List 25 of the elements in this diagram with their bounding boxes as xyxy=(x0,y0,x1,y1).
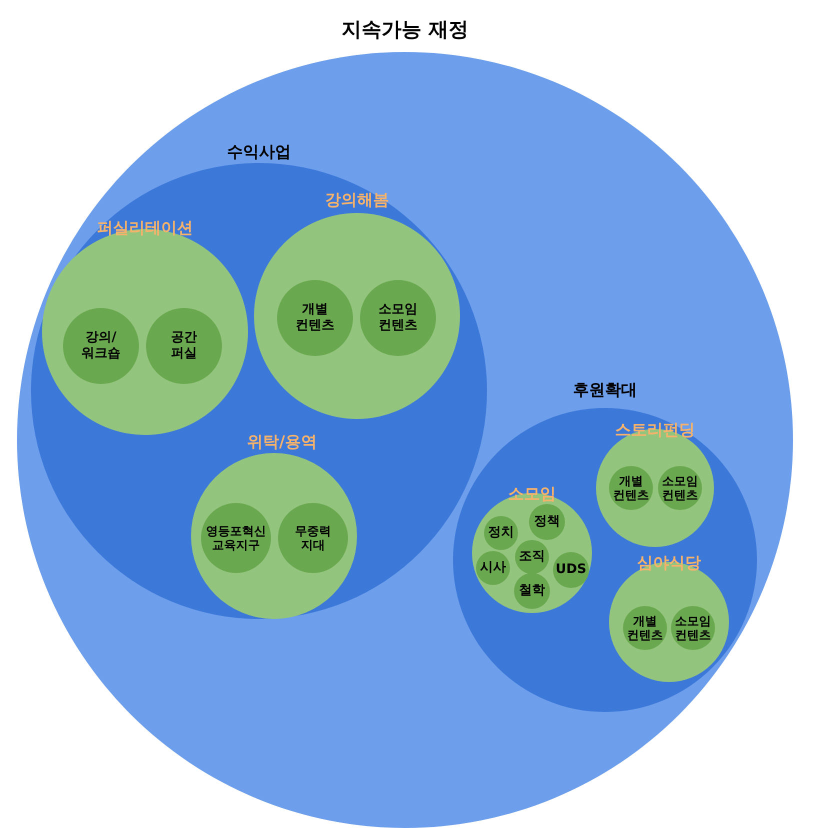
group-heading: 강의해봄 xyxy=(325,190,389,212)
topic-circle: 영등포혁신 교육지구 xyxy=(201,503,271,573)
topic-circle: 개별 컨텐츠 xyxy=(623,606,667,650)
topic-circle: 철학 xyxy=(514,573,550,609)
group-heading: 위탁/용역 xyxy=(247,432,317,454)
group-heading: 퍼실리테이션 xyxy=(97,218,193,240)
title: 지속가능 재정 xyxy=(342,16,468,43)
topic-circle: 소모임 컨텐츠 xyxy=(671,606,715,650)
topic-circle: 조직 xyxy=(515,540,549,574)
group-heading: 심야식당 xyxy=(637,553,701,574)
topic-circle: 소모임 컨텐츠 xyxy=(360,280,436,356)
group-heading: 스토리펀딩 xyxy=(615,420,695,442)
topic-circle: 정치 xyxy=(484,516,518,550)
topic-circle: 소모임 컨텐츠 xyxy=(658,466,702,510)
group-heading: 수익사업 xyxy=(227,142,291,164)
topic-circle: 개별 컨텐츠 xyxy=(609,466,653,510)
topic-circle: 정책 xyxy=(529,504,565,540)
group-heading: 소모임 xyxy=(508,484,556,506)
topic-circle: 개별 컨텐츠 xyxy=(277,280,353,356)
topic-circle: 공간 퍼실 xyxy=(146,308,222,384)
topic-circle: UDS xyxy=(553,552,589,588)
topic-circle: 시사 xyxy=(476,551,510,585)
topic-circle: 무중력 지대 xyxy=(278,503,348,573)
group-heading: 후원확대 xyxy=(573,380,637,402)
topic-circle: 강의/워크숍 xyxy=(63,308,139,384)
